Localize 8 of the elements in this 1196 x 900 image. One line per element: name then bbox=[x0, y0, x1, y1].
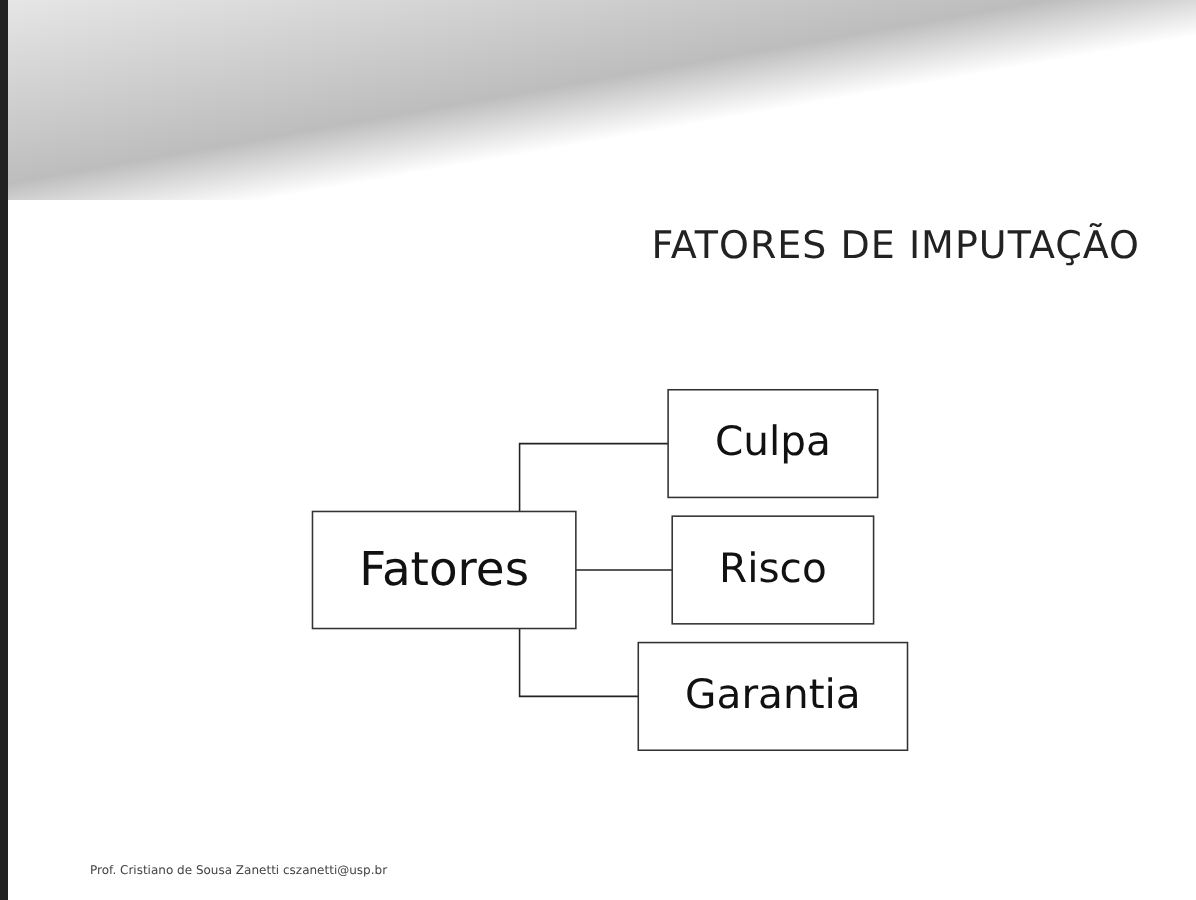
connector-line bbox=[575, 569, 673, 571]
text-box: Garantia bbox=[637, 641, 909, 751]
connector-line bbox=[518, 627, 640, 698]
slide-title: FATORES DE IMPUTAÇÃO bbox=[651, 224, 1140, 268]
text-box: Fatores bbox=[311, 510, 577, 630]
text-box: Culpa bbox=[667, 389, 879, 499]
text-box: Risco bbox=[671, 515, 875, 625]
connector-line bbox=[518, 442, 669, 513]
